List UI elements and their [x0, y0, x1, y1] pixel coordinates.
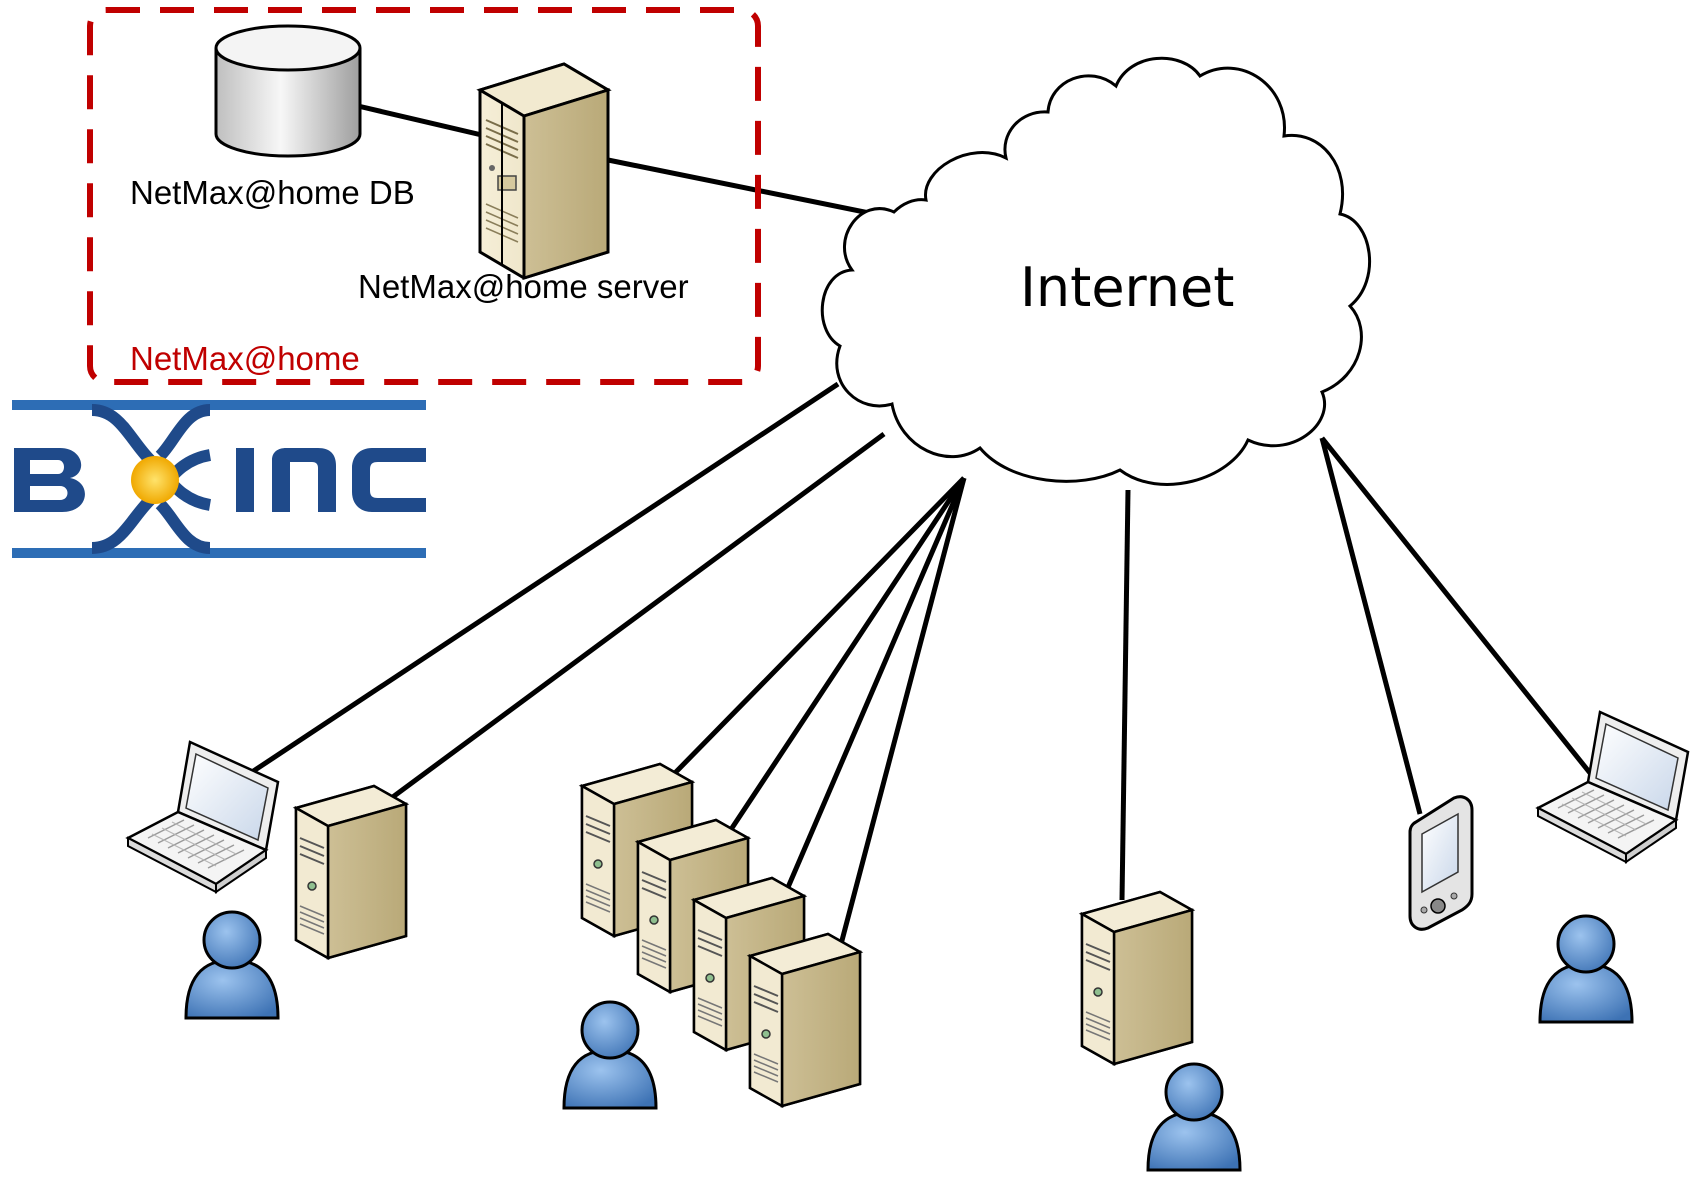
desktop-tower-icon [748, 932, 862, 1108]
user-icon [1538, 914, 1634, 1024]
netmax-group-border [87, 7, 761, 385]
link-internet-laptop-left [250, 381, 840, 775]
boinc-logo [12, 400, 426, 558]
user-icon [1146, 1062, 1242, 1172]
desktop-tower-icon [1080, 890, 1194, 1066]
link-internet-pda [1319, 437, 1423, 815]
server-label: NetMax@home server [358, 268, 689, 305]
link-server-internet [607, 157, 895, 221]
boinc-sun [131, 456, 179, 504]
link-internet-cluster-4 [837, 477, 967, 949]
link-internet-tower-right [1119, 489, 1131, 901]
link-internet-cluster-1 [670, 476, 966, 778]
netmax-group-label: NetMax@home [130, 340, 360, 377]
link-internet-cluster-3 [783, 477, 967, 893]
server-tower-icon [476, 62, 612, 281]
link-db-server [357, 103, 487, 139]
database-icon [214, 24, 362, 158]
connection-lines [250, 103, 1596, 949]
user-icon [184, 910, 280, 1020]
internet-label: Internet [1020, 256, 1234, 319]
link-internet-cluster-2 [725, 476, 967, 836]
cloud-icon: Internet [820, 56, 1372, 486]
laptop-icon [126, 740, 280, 894]
db-label: NetMax@home DB [130, 174, 415, 211]
desktop-tower-icon [294, 784, 408, 960]
link-internet-laptop-right [1320, 436, 1596, 780]
netmax-group: NetMax@home [87, 7, 761, 385]
user-icon [562, 1000, 658, 1110]
link-internet-tower-left [384, 431, 886, 805]
pda-icon [1408, 795, 1474, 931]
